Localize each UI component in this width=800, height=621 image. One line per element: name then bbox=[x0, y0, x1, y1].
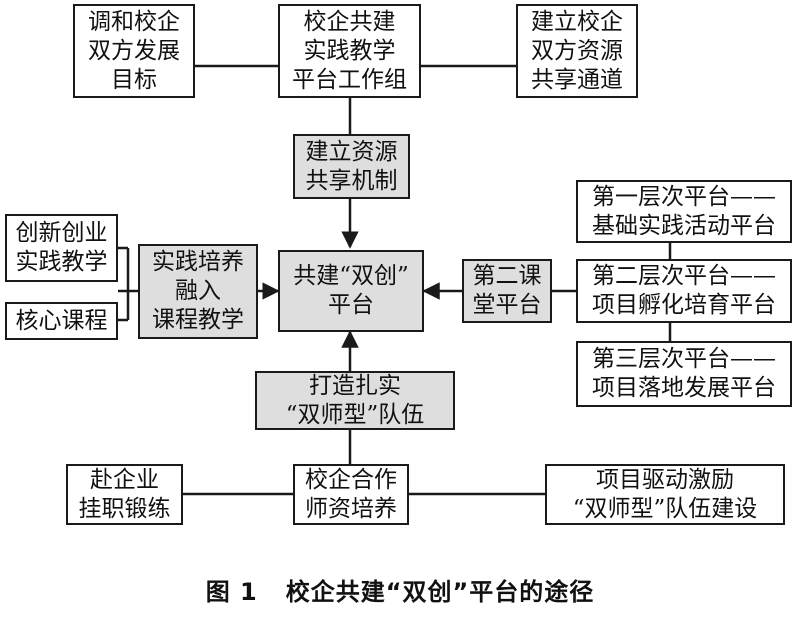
node-innovation-course: 创新创业 实践教学 bbox=[5, 214, 118, 282]
flow-diagram: 调和校企 双方发展 目标 校企共建 实践教学 平台工作组 建立校企 双方资源 共… bbox=[5, 4, 792, 525]
node-level1: 第一层次平台—— 基础实践活动平台 bbox=[576, 180, 792, 243]
node-project-drive: 项目驱动激励 “双师型”队伍建设 bbox=[545, 464, 785, 525]
node-dual-team: 打造扎实 “双师型”队伍 bbox=[255, 371, 455, 430]
figure-caption: 图 1 校企共建“双创”平台的途径 bbox=[0, 572, 800, 607]
node-center: 共建“双创” 平台 bbox=[278, 250, 424, 332]
connector-lines bbox=[118, 64, 672, 496]
node-practice-training: 实践培养 融入 课程教学 bbox=[138, 244, 258, 339]
node-workgroup: 校企共建 实践教学 平台工作组 bbox=[278, 4, 421, 98]
node-channel: 建立校企 双方资源 共享通道 bbox=[516, 4, 638, 98]
node-enterprise-training: 赴企业 挂职锻练 bbox=[66, 464, 183, 525]
node-cooperation: 校企合作 师资培养 bbox=[293, 464, 409, 525]
figure-number: 图 1 bbox=[205, 578, 258, 606]
node-mechanism: 建立资源 共享机制 bbox=[293, 134, 410, 199]
figure-title: 校企共建“双创”平台的途径 bbox=[285, 578, 595, 606]
node-core-course: 核心课程 bbox=[5, 302, 118, 340]
node-level3: 第三层次平台—— 项目落地发展平台 bbox=[576, 341, 792, 407]
node-level2: 第二层次平台—— 项目孵化培育平台 bbox=[576, 259, 792, 323]
node-goal: 调和校企 双方发展 目标 bbox=[73, 4, 195, 98]
node-second-class: 第二课 堂平台 bbox=[462, 259, 552, 323]
